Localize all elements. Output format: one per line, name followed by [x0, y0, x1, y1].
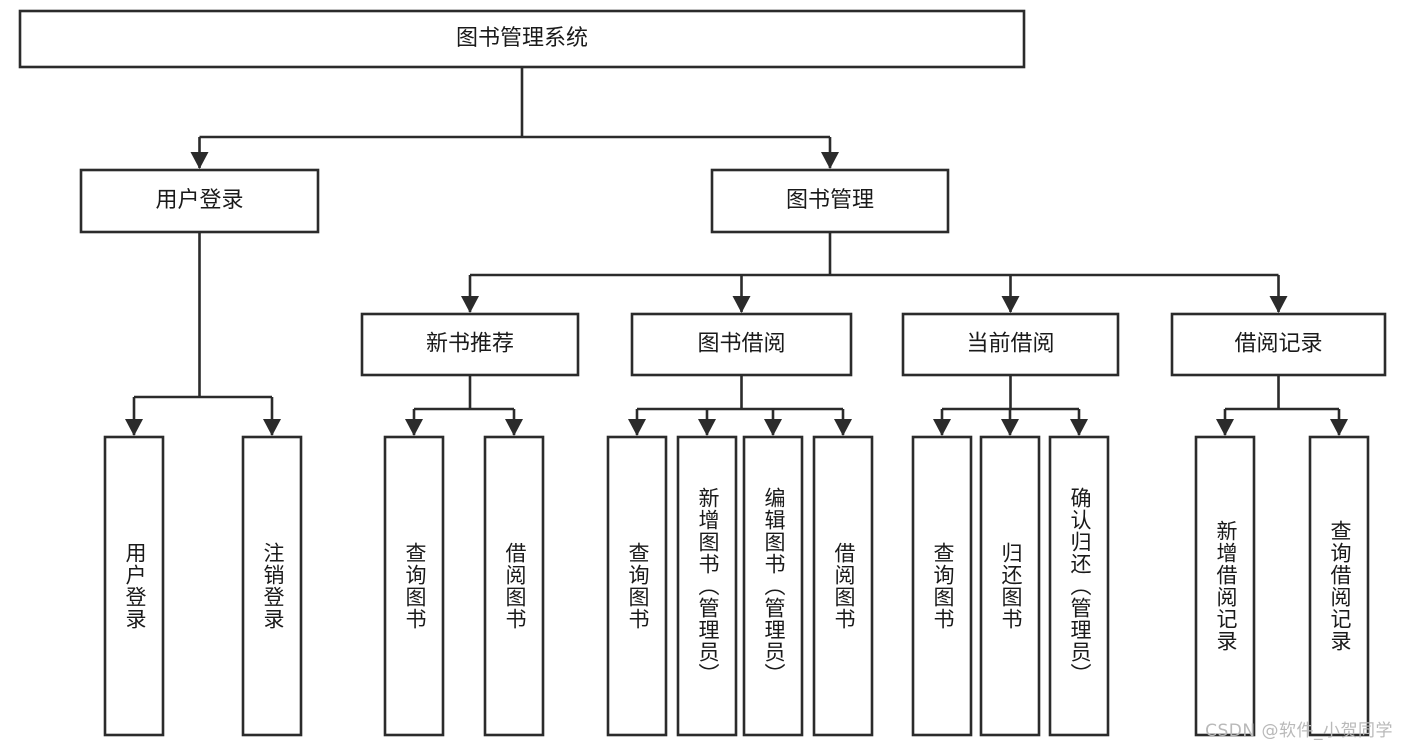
node-label: 归还图书	[999, 542, 1023, 630]
node-leaf-cur-query-book[interactable]: 查询图书	[911, 435, 973, 737]
node-label: 用户登录	[123, 542, 147, 630]
arrowhead-icon-leaf-rec-query-record	[1330, 419, 1348, 436]
node-leaf-borrow-query-book[interactable]: 查询图书	[606, 435, 668, 737]
node-leaf-borrow-borrow-book[interactable]: 借阅图书	[812, 435, 874, 737]
node-box	[630, 312, 853, 377]
node-label: 用户登录	[155, 188, 243, 213]
arrowhead-icon-leaf-cur-confirm-return	[1070, 419, 1088, 436]
arrowhead-icon-leaf-user-logout	[263, 419, 281, 436]
node-label: 借阅图书	[503, 542, 527, 630]
node-box	[710, 168, 950, 234]
node-borrow-record[interactable]: 借阅记录	[1170, 312, 1387, 377]
arrowhead-icon-leaf-borrow-borrow-book	[834, 419, 852, 436]
node-label: 确认归还（管理员）	[1068, 487, 1092, 685]
node-user-login[interactable]: 用户登录	[79, 168, 320, 234]
node-label: 注销登录	[261, 542, 285, 630]
node-box	[483, 435, 545, 737]
arrowhead-icon-leaf-cur-query-book	[933, 419, 951, 436]
arrowhead-icon-leaf-rec-query-book	[405, 419, 423, 436]
node-label: 借阅图书	[832, 542, 856, 630]
node-root-book-management-system[interactable]: 图书管理系统	[18, 9, 1026, 69]
node-box	[79, 168, 320, 234]
node-leaf-rec-query-record[interactable]: 查询借阅记录	[1308, 435, 1370, 737]
node-box	[1170, 312, 1387, 377]
node-box	[360, 312, 580, 377]
node-label: 新书推荐	[426, 332, 514, 357]
arrowhead-icon-book-manage	[821, 152, 839, 169]
arrowhead-icon-borrow-record	[1269, 296, 1288, 313]
node-label: 图书管理系统	[456, 26, 588, 51]
node-label: 查询借阅记录	[1328, 520, 1352, 652]
node-box	[979, 435, 1041, 737]
node-label: 图书借阅	[697, 332, 785, 357]
node-box	[812, 435, 874, 737]
arrowhead-icon-leaf-rec-borrow-book	[505, 419, 523, 436]
node-leaf-cur-confirm-return[interactable]: 确认归还（管理员）	[1048, 435, 1110, 737]
arrowhead-icon-user-login	[190, 152, 209, 169]
node-leaf-rec-query-book[interactable]: 查询图书	[383, 435, 445, 737]
node-box	[1194, 435, 1256, 737]
node-leaf-rec-borrow-book[interactable]: 借阅图书	[483, 435, 545, 737]
arrowhead-icon-leaf-borrow-add-book	[698, 419, 716, 436]
arrowhead-icon-leaf-user-login	[125, 419, 143, 436]
arrowhead-icon-leaf-borrow-query-book	[628, 419, 646, 436]
node-layer: 图书管理系统用户登录图书管理新书推荐图书借阅当前借阅借阅记录用户登录注销登录查询…	[18, 9, 1387, 737]
node-box	[606, 435, 668, 737]
node-label: 新增借阅记录	[1214, 520, 1238, 652]
node-label: 查询图书	[403, 542, 427, 630]
node-book-manage[interactable]: 图书管理	[710, 168, 950, 234]
arrowhead-icon-leaf-borrow-edit-book	[764, 419, 782, 436]
node-current-borrow[interactable]: 当前借阅	[901, 312, 1120, 377]
node-leaf-borrow-edit-book[interactable]: 编辑图书（管理员）	[742, 435, 804, 737]
node-box	[383, 435, 445, 737]
node-label: 查询图书	[931, 542, 955, 630]
node-book-borrow[interactable]: 图书借阅	[630, 312, 853, 377]
node-leaf-cur-return-book[interactable]: 归还图书	[979, 435, 1041, 737]
connector-layer	[125, 67, 1348, 436]
arrowhead-icon-current-borrow	[1001, 296, 1020, 313]
node-label: 新增图书（管理员）	[696, 487, 720, 685]
node-box	[103, 435, 165, 737]
arrowhead-icon-leaf-cur-return-book	[1001, 419, 1019, 436]
node-label: 编辑图书（管理员）	[762, 487, 786, 685]
node-leaf-rec-add-record[interactable]: 新增借阅记录	[1194, 435, 1256, 737]
arrowhead-icon-new-book-recommend	[461, 296, 479, 313]
node-label: 查询图书	[626, 542, 650, 630]
node-box	[911, 435, 973, 737]
node-box	[18, 9, 1026, 69]
node-box	[241, 435, 303, 737]
node-box	[742, 435, 804, 737]
node-label: 借阅记录	[1234, 332, 1322, 357]
node-label: 图书管理	[786, 188, 874, 213]
node-new-book-recommend[interactable]: 新书推荐	[360, 312, 580, 377]
node-leaf-user-logout[interactable]: 注销登录	[241, 435, 303, 737]
arrowhead-icon-book-borrow	[732, 296, 751, 313]
node-leaf-user-login[interactable]: 用户登录	[103, 435, 165, 737]
node-box	[1048, 435, 1110, 737]
node-leaf-borrow-add-book[interactable]: 新增图书（管理员）	[676, 435, 738, 737]
node-label: 当前借阅	[966, 332, 1054, 357]
node-box	[1308, 435, 1370, 737]
arrowhead-icon-leaf-rec-add-record	[1216, 419, 1234, 436]
node-box	[676, 435, 738, 737]
node-box	[901, 312, 1120, 377]
